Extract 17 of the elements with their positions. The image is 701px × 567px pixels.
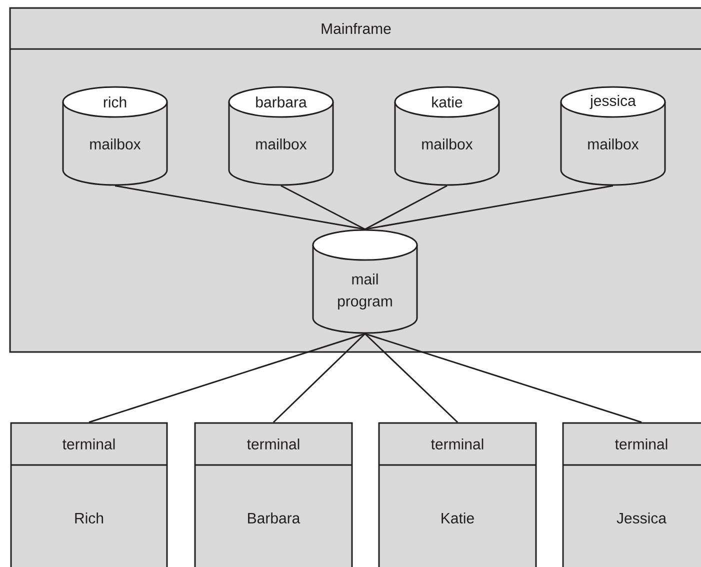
connector-line [364,333,642,423]
connector-line [364,333,458,423]
terminal-box: terminal Jessica [562,422,701,567]
terminal-box: terminal Katie [378,422,537,567]
connector-line [114,185,366,230]
mailbox-cylinder: jessica mailbox [560,86,666,186]
connector-line [272,333,366,423]
terminal-box: terminal Rich [10,422,168,567]
mailbox-cylinder: rich mailbox [62,86,168,186]
connector-line [88,333,366,423]
mailbox-cylinder: katie mailbox [394,86,500,186]
connector-line [280,185,366,230]
connector-line [364,185,448,230]
terminal-box: terminal Barbara [194,422,353,567]
program-cylinder: mail program [312,229,418,334]
connector-line [364,185,614,230]
mailbox-cylinder: barbara mailbox [228,86,334,186]
